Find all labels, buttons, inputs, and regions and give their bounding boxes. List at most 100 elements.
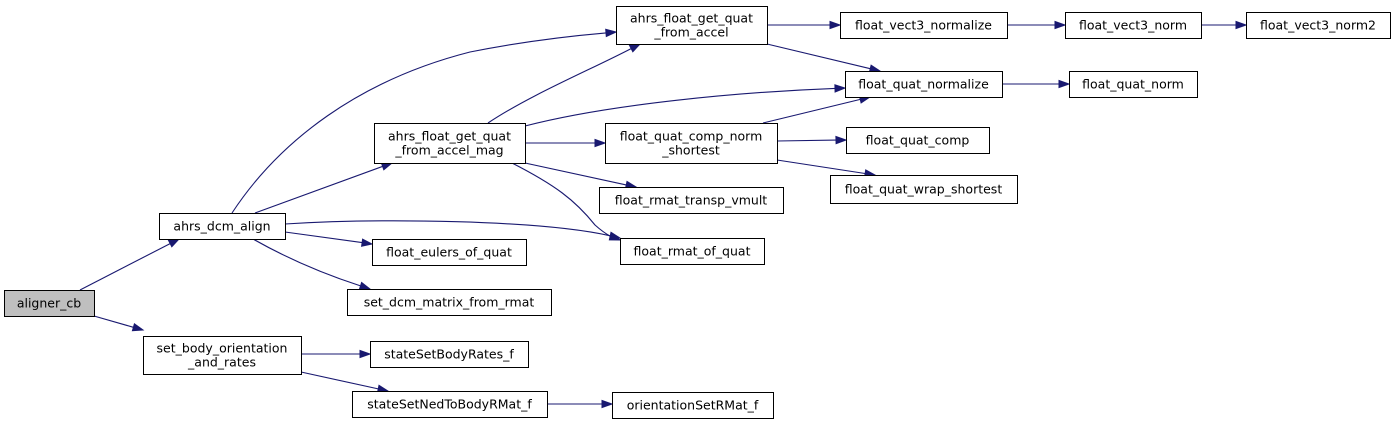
edge-line (93, 315, 134, 328)
node-set_body_orientation_and_rates[interactable]: set_body_orientation_and_rates (143, 336, 302, 375)
edge-float_quat_comp_norm_shortest-to-float_quat_wrap_shortest (776, 159, 877, 178)
edge-ahrs_float_get_quat_from_accel-to-float_vect3_normalize (767, 20, 842, 30)
edge-ahrs_float_get_quat_from_accel-to-float_quat_normalize (766, 43, 882, 73)
arrowhead (131, 322, 145, 332)
node-label: float_eulers_of_quat (386, 245, 512, 260)
edge-ahrs_dcm_align-to-float_eulers_of_quat (284, 231, 374, 247)
node-label: float_quat_normalize (858, 77, 989, 92)
edge-line (284, 231, 363, 244)
node-box (845, 71, 1003, 98)
node-label: set_dcm_matrix_from_rmat (364, 295, 535, 310)
edge-line (776, 159, 866, 175)
node-label: _from_accel (653, 25, 728, 40)
node-label: float_vect3_norm2 (1260, 18, 1376, 33)
node-float_quat_norm[interactable]: float_quat_norm (1069, 71, 1198, 98)
node-label: _shortest (661, 143, 720, 158)
edge-float_quat_comp_norm_shortest-to-float_quat_comp (776, 135, 848, 145)
node-box (840, 12, 1008, 39)
node-orientationSetRMat_f[interactable]: orientationSetRMat_f (612, 392, 774, 419)
node-box (612, 392, 774, 419)
node-box (4, 290, 95, 317)
edge-line (252, 238, 361, 287)
edge-ahrs_float_get_quat_from_accel_mag-to-float_quat_normalize (524, 84, 847, 127)
edge-line (524, 162, 627, 186)
edge-ahrs_dcm_align-to-set_dcm_matrix_from_rmat (252, 238, 372, 290)
arrowhead (359, 349, 372, 359)
edge-line (766, 43, 871, 70)
node-float_rmat_transp_vmult[interactable]: float_rmat_transp_vmult (599, 187, 784, 214)
node-label: _from_accel_mag (394, 143, 503, 158)
edge-ahrs_float_get_quat_from_accel_mag-to-float_rmat_of_quat (511, 162, 622, 241)
node-box (846, 127, 990, 154)
node-box (1246, 12, 1391, 39)
arrowhead (628, 43, 642, 53)
node-label: float_vect3_norm (1079, 18, 1187, 33)
node-set_dcm_matrix_from_rmat[interactable]: set_dcm_matrix_from_rmat (347, 289, 552, 316)
edge-aligner_cb-to-ahrs_dcm_align (79, 238, 181, 291)
node-label: aligner_cb (17, 296, 81, 311)
node-label: stateSetBodyRates_f (384, 347, 514, 362)
node-aligner_cb[interactable]: aligner_cb (4, 290, 95, 317)
node-label: float_quat_comp_norm (620, 129, 763, 144)
arrowhead (601, 399, 614, 409)
edge-stateSetNedToBodyRMat_f-to-orientationSetRMat_f (547, 399, 614, 409)
edge-aligner_cb-to-set_body_orientation_and_rates (93, 315, 145, 332)
node-box (143, 336, 302, 375)
node-label: float_quat_comp (866, 133, 970, 148)
node-box (352, 391, 548, 418)
node-float_quat_comp[interactable]: float_quat_comp (846, 127, 990, 154)
edge-line (300, 371, 379, 390)
node-float_vect3_norm[interactable]: float_vect3_norm (1065, 12, 1202, 39)
edge-ahrs_float_get_quat_from_accel_mag-to-ahrs_float_get_quat_from_accel (487, 43, 642, 124)
node-label: float_rmat_of_quat (634, 244, 751, 259)
node-label: float_vect3_normalize (855, 18, 992, 33)
arrowhead (361, 238, 374, 247)
node-float_quat_wrap_shortest[interactable]: float_quat_wrap_shortest (830, 175, 1018, 204)
node-label: _and_rates (187, 355, 256, 370)
edge-ahrs_float_get_quat_from_accel_mag-to-float_quat_comp_norm_shortest (525, 138, 607, 148)
node-label: orientationSetRMat_f (627, 398, 759, 413)
arrowhead (1058, 79, 1071, 89)
arrowhead (380, 162, 394, 171)
node-label: float_quat_wrap_shortest (845, 182, 1003, 197)
node-label: ahrs_float_get_quat (388, 129, 511, 144)
node-box (599, 187, 784, 214)
node-box (347, 289, 552, 316)
edge-float_quat_normalize-to-float_quat_norm (1002, 79, 1071, 89)
arrowhead (605, 28, 618, 38)
node-box (620, 238, 765, 265)
node-label: set_body_orientation (157, 341, 288, 356)
node-stateSetBodyRates_f[interactable]: stateSetBodyRates_f (370, 341, 529, 368)
node-stateSetNedToBodyRMat_f[interactable]: stateSetNedToBodyRMat_f (352, 391, 548, 418)
node-label: float_rmat_transp_vmult (615, 193, 768, 208)
node-label: float_quat_norm (1082, 77, 1184, 92)
edge-float_vect3_normalize-to-float_vect3_norm (1007, 20, 1067, 30)
arrowhead (608, 232, 622, 241)
arrowhead (829, 20, 842, 30)
arrowhead (1235, 20, 1248, 30)
edge-ahrs_dcm_align-to-ahrs_float_get_quat_from_accel (231, 28, 618, 214)
node-float_rmat_of_quat[interactable]: float_rmat_of_quat (620, 238, 765, 265)
arrowhead (358, 281, 372, 290)
arrowhead (1054, 20, 1067, 30)
node-box (159, 213, 286, 240)
node-float_quat_comp_norm_shortest[interactable]: float_quat_comp_norm_shortest (605, 123, 778, 164)
edge-line (524, 87, 836, 127)
arrowhead (167, 238, 181, 248)
node-ahrs_float_get_quat_from_accel[interactable]: ahrs_float_get_quat_from_accel (616, 6, 768, 45)
node-box (374, 123, 526, 164)
node-float_vect3_norm2[interactable]: float_vect3_norm2 (1246, 12, 1391, 39)
edge-float_quat_comp_norm_shortest-to-float_quat_normalize (762, 95, 872, 124)
node-float_vect3_normalize[interactable]: float_vect3_normalize (840, 12, 1008, 39)
node-box (1065, 12, 1202, 39)
node-box (370, 341, 529, 368)
node-ahrs_dcm_align[interactable]: ahrs_dcm_align (159, 213, 286, 240)
edge-ahrs_float_get_quat_from_accel_mag-to-float_rmat_transp_vmult (524, 162, 638, 189)
node-box (372, 239, 527, 266)
node-float_quat_normalize[interactable]: float_quat_normalize (845, 71, 1003, 98)
node-label: ahrs_float_get_quat (630, 11, 753, 26)
node-ahrs_float_get_quat_from_accel_mag[interactable]: ahrs_float_get_quat_from_accel_mag (374, 123, 526, 164)
node-float_eulers_of_quat[interactable]: float_eulers_of_quat (372, 239, 527, 266)
arrowhead (594, 138, 607, 148)
